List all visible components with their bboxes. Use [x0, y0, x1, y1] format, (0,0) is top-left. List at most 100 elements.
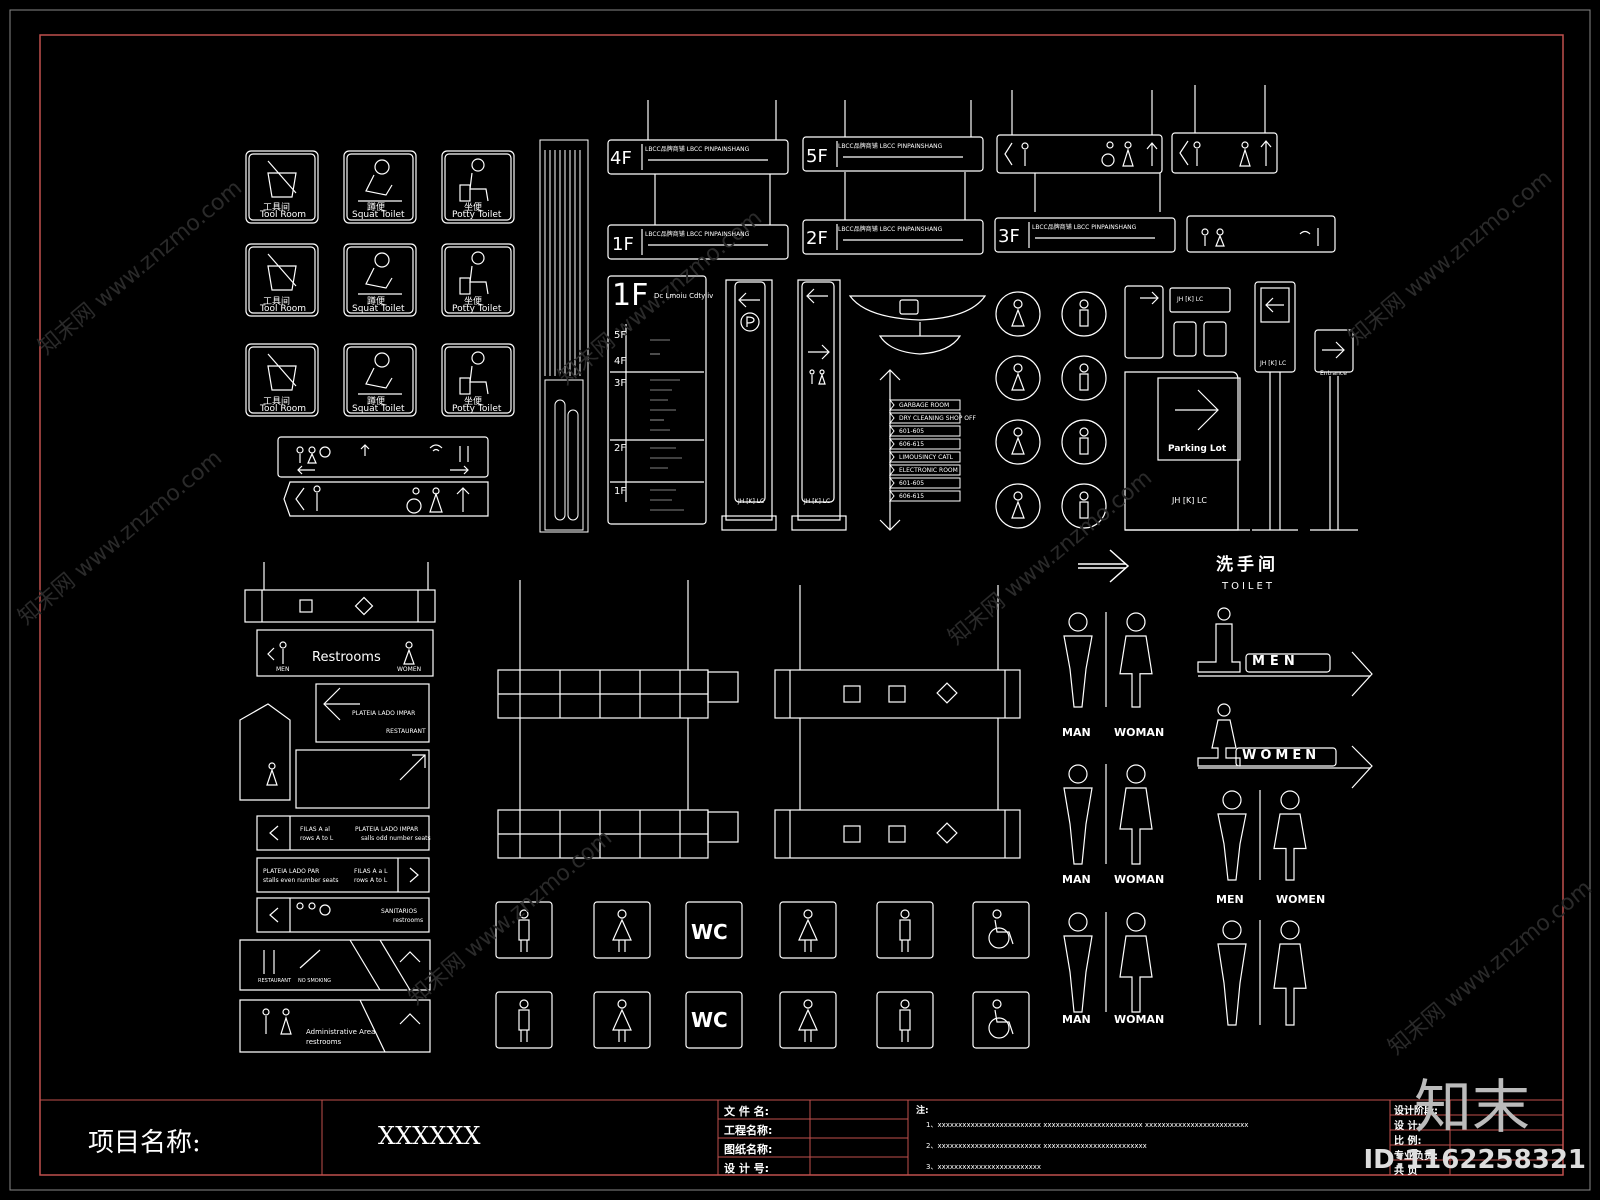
directory-floor: 2F: [614, 443, 627, 454]
drawing-border: [39, 34, 1564, 1176]
icon-label-en: Tool Room: [260, 304, 306, 314]
brand-logo: 知末: [1413, 1073, 1530, 1141]
ceiling-signs: [848, 295, 987, 531]
restaurant-sign: [239, 683, 430, 809]
direction-arrow: [1078, 549, 1130, 583]
wheelchair-pictogram: [972, 991, 1030, 1049]
title-field: 工程名称:: [724, 1124, 773, 1137]
restroom-figure-pair: [1063, 764, 1153, 865]
icon-label-cn: 工具间: [263, 397, 291, 407]
totem-logo: JH [K] LC: [804, 498, 831, 505]
icon-label-en: Tool Room: [260, 210, 306, 220]
squat-toilet-icon: [343, 343, 417, 417]
icon-label-en: Squat Toilet: [352, 404, 405, 414]
directory-floor: 3F: [614, 378, 627, 389]
restroom-figure-pair: [1217, 790, 1307, 881]
room-arrow-tag: [888, 412, 961, 424]
par-sub-label: stalls even number seats: [263, 877, 339, 884]
floor-label: 3F: [998, 226, 1020, 247]
room-list-arrows: [888, 399, 961, 502]
tool-room-icon: [245, 343, 319, 417]
room-label: LIMOUSINCY CATL: [899, 454, 953, 461]
project-label: 项目名称:: [88, 1128, 201, 1158]
room-label: 601-605: [899, 480, 925, 487]
wc-label: WC: [691, 920, 728, 944]
title-field: 文 件 名:: [724, 1105, 770, 1118]
round-men-plaque: [1061, 483, 1107, 529]
round-women-plaque: [995, 291, 1041, 337]
icon-label-cn: 工具间: [263, 297, 291, 307]
totem-logo: JH [K] LC: [738, 498, 765, 505]
men-pictogram: [876, 901, 934, 959]
admin-sub-label: restrooms: [306, 1038, 342, 1046]
room-label: DRY CLEANING SHOP OFF: [899, 415, 976, 422]
floor-sign: [607, 139, 789, 175]
tool-room-icon: [245, 243, 319, 317]
pole-sign-left: [1252, 281, 1298, 531]
wc-pictogram: [685, 991, 743, 1049]
pole-sign-entrance: [1310, 329, 1358, 531]
icon-label-en: Squat Toilet: [352, 304, 405, 314]
outer-frame: [9, 9, 1591, 1191]
round-men-plaque: [1061, 419, 1107, 465]
note-line: 1、xxxxxxxxxxxxxxxxxxxxxxxxx xxxxxxxxxxxx…: [926, 1121, 1249, 1129]
floor-sign-brand: LBCC品牌商铺 LBCC PINPAINSHANG: [645, 231, 750, 238]
room-arrow-tag: [888, 490, 961, 502]
floor-sign: [607, 224, 789, 260]
restroom-figure-pair: [1217, 920, 1307, 1026]
toilet-header-en: TOILET: [1222, 581, 1275, 592]
directory-header: Dc Lmoiu Cdtyliv: [654, 292, 714, 300]
platea-par-label: PLATEIA LADO PAR: [263, 868, 320, 875]
pair-label-right: WOMAN: [1114, 726, 1165, 739]
restroom-figure-pair: [1063, 912, 1153, 1013]
admin-label: Administrative Area: [306, 1028, 376, 1036]
directory-floor: 4F: [614, 356, 627, 367]
room-label: GARBAGE ROOM: [899, 402, 950, 409]
pair-label-left: MAN: [1062, 726, 1091, 739]
restrooms-sign: [256, 629, 434, 677]
women-pictogram: [779, 901, 837, 959]
totem-parking: [721, 279, 777, 531]
floor-sign-brand: LBCC品牌商铺 LBCC PINPAINSHANG: [838, 226, 943, 233]
icon-label-en: Squat Toilet: [352, 210, 405, 220]
room-label: ELECTRONIC ROOM: [899, 467, 958, 474]
floor-sign-brand: LBCC品牌商铺 LBCC PINPAINSHANG: [645, 146, 750, 153]
floor-label: 4F: [610, 148, 632, 169]
square-pictograms: [495, 901, 1030, 1049]
men-pictogram: [495, 991, 553, 1049]
icon-label-en: Tool Room: [260, 404, 306, 414]
men-small-label: MEN: [276, 666, 290, 673]
directory-floor: 1F: [614, 486, 627, 497]
pair-label-right: WOMEN: [1276, 893, 1326, 906]
room-arrow-tag: [888, 477, 961, 489]
hanging-sign-right-pair: [774, 585, 1021, 859]
floor-sign: [994, 217, 1176, 253]
squat-toilet-icon: [343, 243, 417, 317]
pair-label-right: WOMAN: [1114, 873, 1165, 886]
icon-label-en: Potty Toilet: [452, 210, 502, 220]
floor-sign-brand: LBCC品牌商铺 LBCC PINPAINSHANG: [1032, 224, 1137, 231]
round-restroom-plaques: [995, 291, 1107, 529]
wc-label: WC: [691, 1008, 728, 1032]
round-women-plaque: [995, 419, 1041, 465]
hanging-sign-left-pair: [497, 580, 739, 859]
right-field: 设 计:: [1394, 1121, 1422, 1132]
restaurant-label: RESTAURANT: [258, 978, 292, 984]
squat-toilet-icon: [343, 150, 417, 224]
floor-label: 2F: [806, 228, 828, 249]
icon-label-cn: 蹲便: [367, 397, 386, 407]
sanitarios-sub-label: restrooms: [393, 917, 424, 924]
tool-room-icon: [245, 150, 319, 224]
icon-label-cn: 坐便: [464, 397, 483, 407]
icon-label-cn: 蹲便: [367, 297, 386, 307]
room-arrow-tag: [888, 425, 961, 437]
women-pictogram: [593, 901, 651, 959]
angled-signs: [239, 939, 431, 1053]
restroom-hanging-sign-3: [1186, 215, 1336, 253]
men-pictogram: [495, 901, 553, 959]
round-women-plaque: [995, 483, 1041, 529]
title-field: 设 计 号:: [724, 1162, 770, 1175]
icon-label-cn: 蹲便: [367, 203, 386, 213]
filas-label: FILAS A al: [300, 826, 330, 833]
